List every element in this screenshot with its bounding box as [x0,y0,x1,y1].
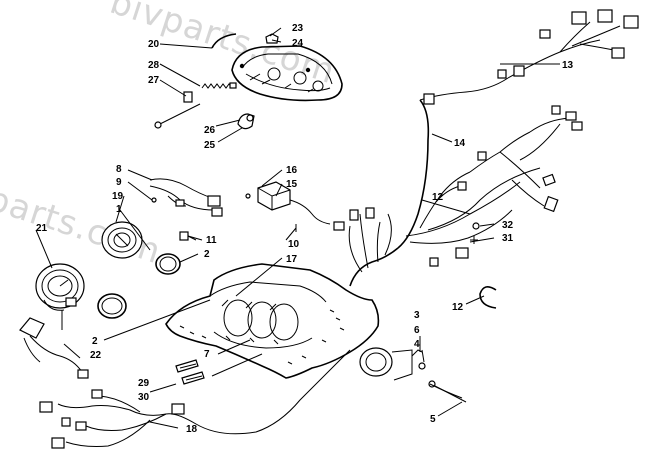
callout-18: 18 [186,424,198,435]
callout-12-harness: 12 [432,192,444,203]
callout-20: 20 [148,39,160,50]
callout-5: 5 [430,414,436,425]
ignition-switch [359,347,467,403]
callout-28: 28 [148,60,160,71]
callout-3: 3 [414,310,420,321]
callout-22: 22 [90,350,102,361]
callout-11: 11 [206,235,217,246]
dash-panel [165,263,380,379]
gauge-tachometer [101,221,143,259]
callout-7: 7 [204,349,210,360]
callouts: 20 23 24 28 27 26 25 13 14 12 32 31 16 1… [36,23,574,435]
callout-30: 30 [138,392,150,403]
callout-13: 13 [562,60,574,71]
callout-16: 16 [286,165,298,176]
callout-17: 17 [286,254,298,265]
callout-31: 31 [502,233,514,244]
callout-27: 27 [148,75,160,86]
lower-harness [39,349,351,449]
callout-4: 4 [414,339,420,350]
voltage-regulator [245,181,331,232]
lamp-harness [19,317,89,379]
callout-6: 6 [414,325,420,336]
watermark-text: bivparts.com [105,0,340,92]
speedo-cable [429,383,463,399]
main-wiring-harness [333,9,639,287]
gauge-speedometer [35,263,85,311]
watermark-text-2: bivparts.com [0,162,166,272]
lens-strips [175,359,205,385]
callout-19: 19 [112,191,124,202]
callout-29: 29 [138,378,150,389]
callout-24: 24 [292,38,304,49]
callout-2-upper: 2 [204,249,210,260]
callout-10: 10 [288,239,300,250]
callout-14: 14 [454,138,466,149]
watermark: bivparts.com bivparts.com [0,0,340,272]
callout-12-ring: 12 [452,302,464,313]
headlight-assembly [154,33,343,130]
callout-21: 21 [36,223,48,234]
callout-25: 25 [204,140,216,151]
callout-8: 8 [116,164,122,175]
callout-32: 32 [502,220,514,231]
callout-9: 9 [116,177,122,188]
callout-15: 15 [286,179,298,190]
callout-2-lower: 2 [92,336,98,347]
callout-1: 1 [116,204,122,215]
retaining-rings [97,253,497,319]
gauge-harness [149,178,223,241]
callout-26: 26 [204,125,216,136]
leader-lines [35,27,560,429]
callout-23: 23 [292,23,304,34]
